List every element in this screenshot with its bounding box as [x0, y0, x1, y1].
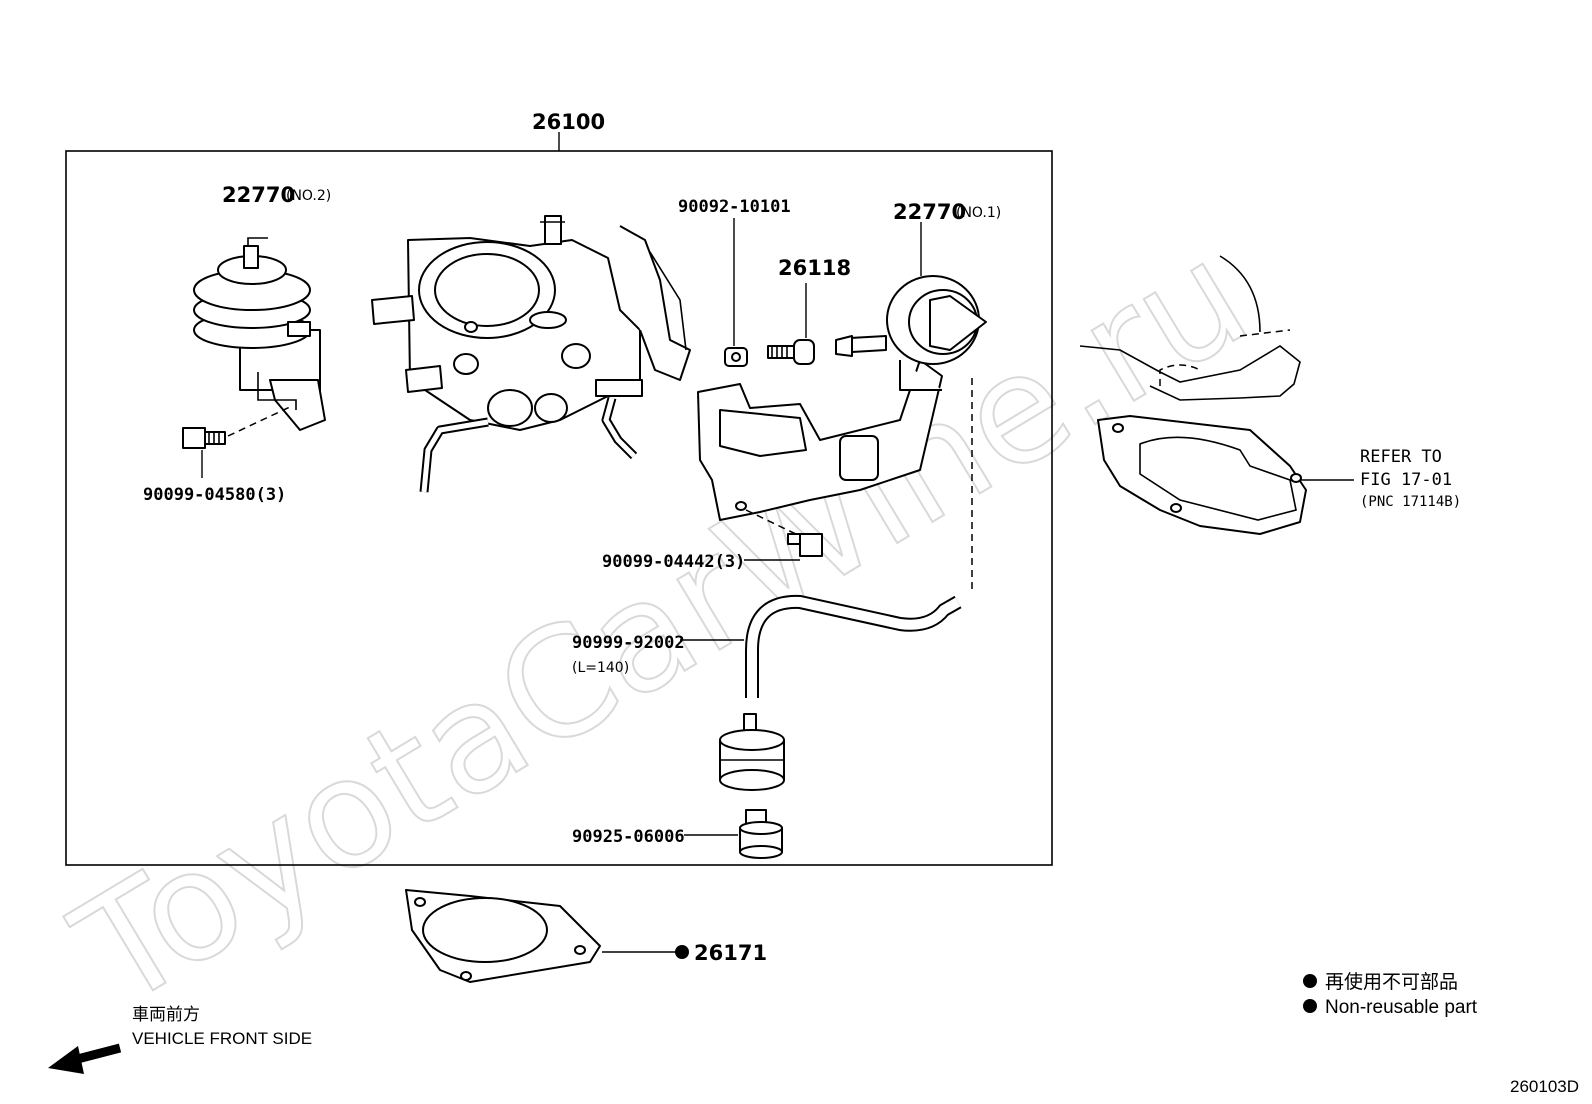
part-number-22770-no2[interactable]: 22770 [222, 183, 295, 207]
legend-en: Non-reusable part [1325, 997, 1478, 1018]
figure-code: 260103D [1510, 1077, 1579, 1096]
part-number-22770-no1[interactable]: 22770 [893, 200, 966, 224]
part-number-26118[interactable]: 26118 [778, 256, 851, 280]
legend-bullet-en [1303, 999, 1317, 1013]
hose-illustration[interactable] [745, 594, 962, 698]
legend-bullet-jp [1303, 974, 1317, 988]
gasket-illustration[interactable] [405, 889, 601, 983]
bracket-bolt-dashline [745, 509, 801, 537]
part-number-90999-92002[interactable]: 90999-92002 [572, 633, 685, 653]
part-number-90099-04580[interactable]: 90099-04580(3) [143, 485, 286, 505]
damper-illustration[interactable] [719, 713, 785, 791]
front-arrow-head-icon [48, 1046, 84, 1074]
qualifier-no2: (NO.2) [286, 188, 331, 204]
cushion-illustration[interactable] [739, 809, 783, 859]
bracket-illustration[interactable] [697, 359, 943, 521]
assembly-number[interactable]: 26100 [532, 110, 605, 134]
bolt-left-dashline [227, 405, 293, 437]
vsv-no2-illustration[interactable] [193, 237, 326, 431]
refer-line3: (PNC 17114B) [1360, 494, 1461, 510]
refer-line2[interactable]: FIG 17-01 [1360, 470, 1452, 490]
bolt-left-illustration[interactable] [182, 427, 226, 449]
part-number-90099-04442[interactable]: 90099-04442(3) [602, 552, 745, 572]
throttle-body-illustration[interactable] [371, 215, 691, 493]
hose-length: (L=140) [572, 660, 629, 676]
nut-illustration[interactable] [724, 347, 748, 367]
front-label-en: VEHICLE FRONT SIDE [132, 1029, 312, 1048]
non-reusable-marker [675, 945, 689, 959]
screw-illustration[interactable] [767, 339, 815, 365]
vsv-no1-illustration[interactable] [835, 275, 987, 391]
legend-jp: 再使用不可部品 [1325, 971, 1458, 993]
part-number-26171[interactable]: 26171 [694, 941, 767, 965]
refer-line1: REFER TO [1360, 447, 1442, 467]
part-number-90925-06006[interactable]: 90925-06006 [572, 827, 685, 847]
part-number-90092-10101[interactable]: 90092-10101 [678, 197, 791, 217]
reference-gasket-illustration[interactable] [1097, 415, 1307, 535]
reference-housing-illustration[interactable] [1079, 255, 1301, 401]
qualifier-no1: (NO.1) [956, 205, 1001, 221]
bracket-bolt-illustration[interactable] [787, 533, 823, 557]
front-label-jp: 車両前方 [132, 1005, 200, 1024]
